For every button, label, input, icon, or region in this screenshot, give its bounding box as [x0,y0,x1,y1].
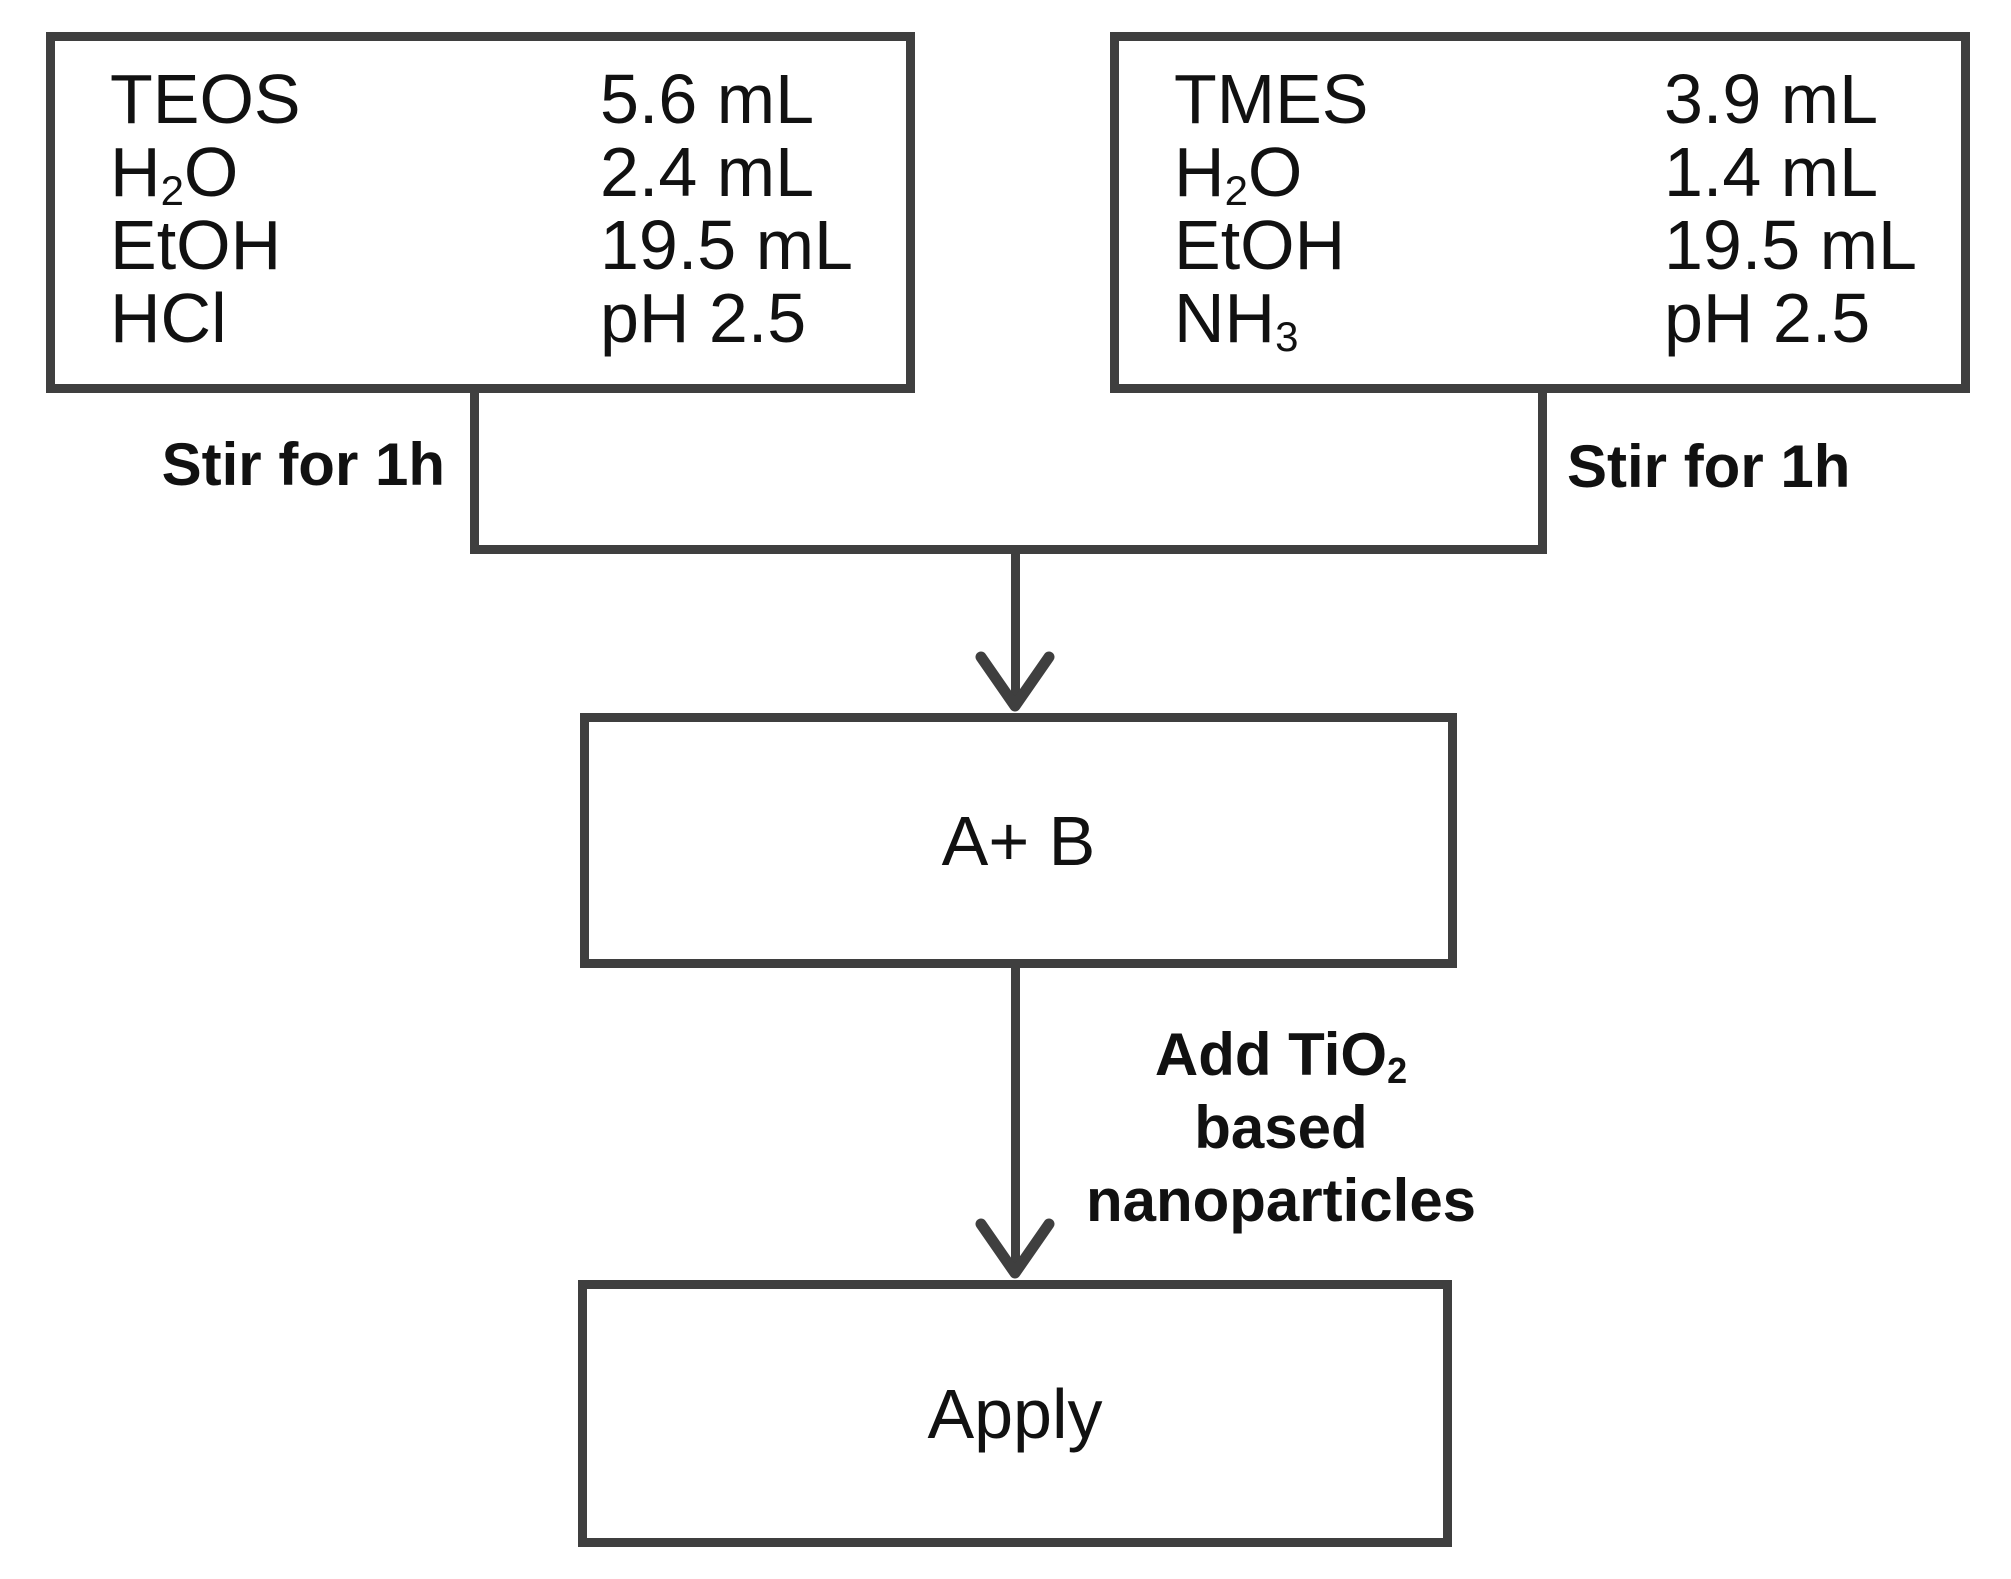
reagent-row: EtOH 19.5 mL [55,209,906,282]
add-label-line3: nanoparticles [1085,1167,1477,1234]
reagent-name: TEOS [110,60,301,138]
add-nanoparticles-label: Add TiO2 based nanoparticles [1041,1018,1521,1237]
reagent-amount: 3.9 mL [1664,60,1878,138]
reagent-amount: 19.5 mL [600,206,853,284]
reagent-amount: 2.4 mL [600,133,814,211]
down-arrow-icon [975,651,1055,712]
reagent-row: EtOH 19.5 mL [1119,209,1961,282]
stir-label-right: Stir for 1h [1567,433,1851,500]
reagent-amount: 19.5 mL [1664,206,1917,284]
add-label-line1: Add TiO2 [1154,1021,1408,1091]
down-arrow-icon [975,1218,1055,1279]
reagent-name: HCl [110,279,227,357]
mix-box: A+ B [580,713,1457,968]
mix-box-label: A+ B [941,801,1096,880]
reagent-amount: pH 2.5 [600,279,807,357]
reagent-name: NH3 [1174,279,1299,361]
reagent-row: H2O 2.4 mL [55,133,906,215]
reagent-name: H2O [1174,133,1303,215]
solution-b-box: TMES 3.9 mL H2O 1.4 mL EtOH 19.5 mL NH3 … [1110,32,1970,393]
reagent-name: EtOH [110,206,282,284]
reagent-row: TMES 3.9 mL [1119,63,1961,136]
reagent-row: NH3 pH 2.5 [1119,279,1961,361]
apply-box: Apply [578,1280,1452,1547]
reagent-amount: pH 2.5 [1664,279,1871,357]
reagent-name: EtOH [1174,206,1346,284]
connector-to-apply [1011,968,1020,1274]
reagent-row: H2O 1.4 mL [1119,133,1961,215]
connector-to-mix [1011,545,1020,708]
reagent-amount: 1.4 mL [1664,133,1878,211]
connector-merge-bar [470,545,1547,554]
reagent-row: HCl pH 2.5 [55,282,906,355]
reagent-row: TEOS 5.6 mL [55,63,906,136]
reagent-name: TMES [1174,60,1369,138]
connector-right-drop [1538,393,1547,554]
reagent-name: H2O [110,133,239,215]
apply-box-label: Apply [927,1374,1103,1453]
add-label-line2: based [1194,1094,1368,1161]
reagent-amount: 5.6 mL [600,60,814,138]
stir-label-left: Stir for 1h [161,431,445,498]
solution-a-box: TEOS 5.6 mL H2O 2.4 mL EtOH 19.5 mL HCl … [46,32,915,393]
connector-left-drop [470,393,479,554]
